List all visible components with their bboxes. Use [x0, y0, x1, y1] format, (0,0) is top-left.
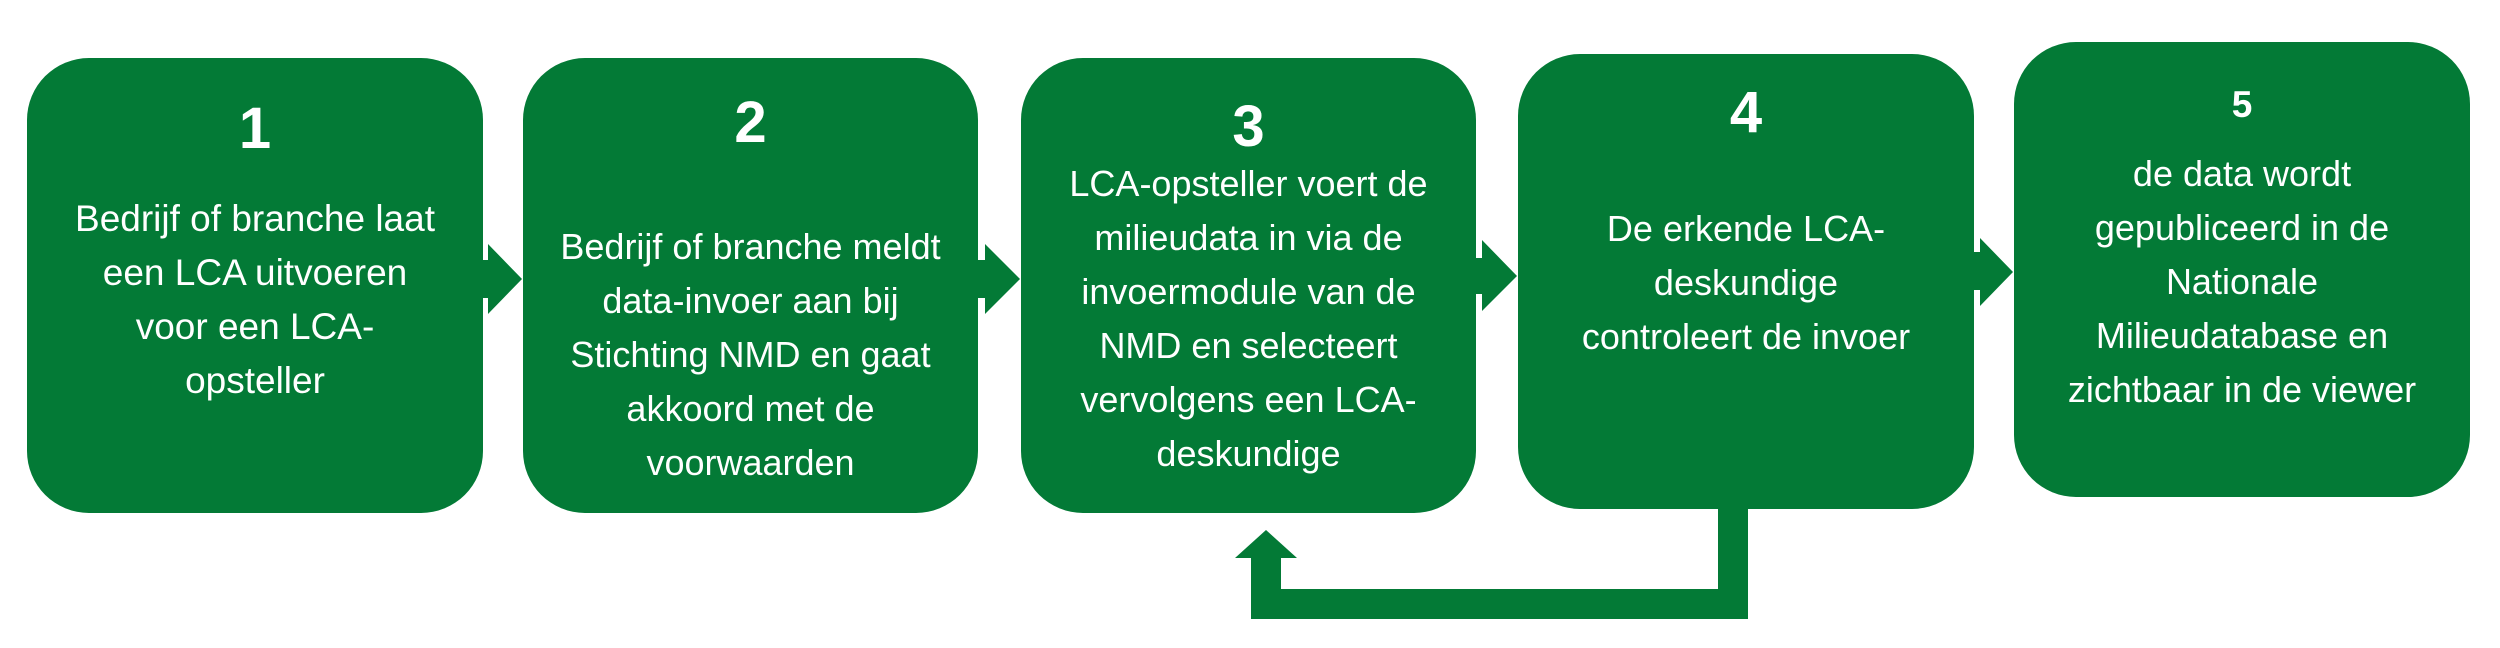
step-text-4: De erkende LCA- deskundige controleert d… [1581, 208, 1911, 357]
step-box-4: 4 De erkende LCA- deskundige controleert… [1518, 54, 1974, 509]
step-box-2: 2 Bedrijf of branche meldt data-invoer a… [523, 58, 978, 513]
step-number-3: 3 [1232, 94, 1265, 159]
step-number-1: 1 [238, 96, 272, 161]
arrow-2-to-3 [978, 244, 1020, 314]
feedback-loop-line [1251, 508, 1748, 619]
arrow-3-to-4 [1476, 240, 1517, 311]
step-number-5: 5 [2231, 84, 2253, 125]
step-text-2: Bedrijf of branche meldt data-invoer aan… [560, 226, 941, 483]
step-number-4: 4 [1729, 80, 1763, 145]
step-box-5: 5 de data wordt gepubliceerd in de Natio… [2014, 42, 2470, 497]
step-number-2: 2 [734, 90, 767, 155]
arrow-4-to-5 [1974, 238, 2013, 306]
feedback-arrowhead [1235, 530, 1297, 558]
step-box-3: 3 LCA-opsteller voert de milieudata in v… [1021, 58, 1476, 513]
arrow-1-to-2 [483, 244, 522, 314]
step-text-3: LCA-opsteller voert de milieudata in via… [1069, 163, 1428, 474]
step-text-1: Bedrijf of branche laat een LCA uitvoere… [75, 198, 435, 401]
step-box-1: 1 Bedrijf of branche laat een LCA uitvoe… [27, 58, 483, 513]
step-text-5: de data wordt gepubliceerd in de Nationa… [2067, 153, 2417, 410]
